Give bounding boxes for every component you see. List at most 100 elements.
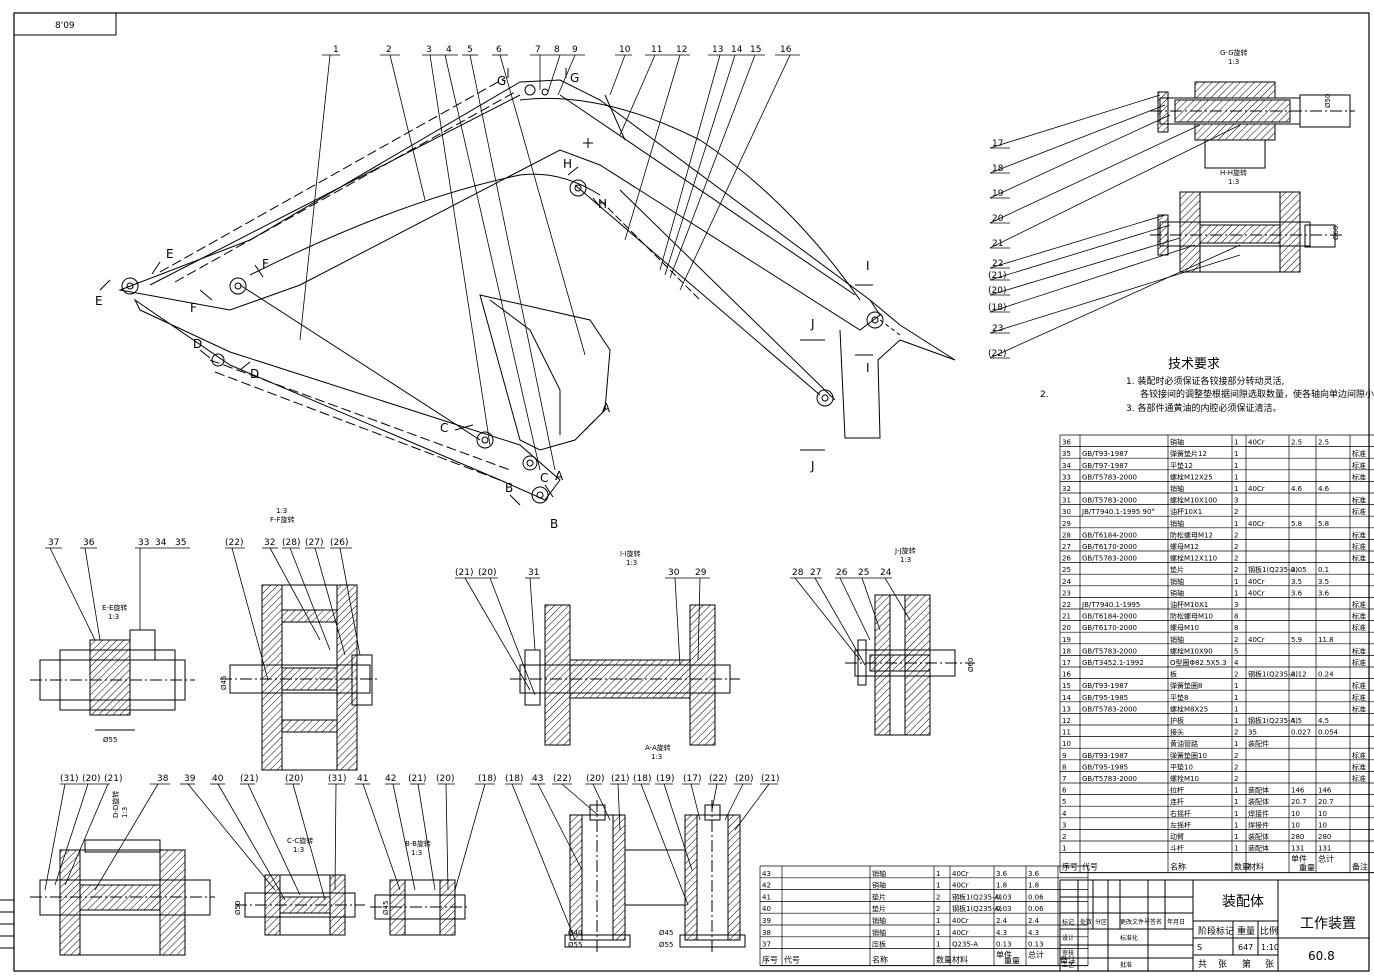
balloon-13: 13 [712,45,723,55]
parts-left-cell: 38 [762,929,771,937]
parts-right-cell: GB/T5783-2000 [1082,497,1137,505]
hh-view-scale: 1:3 [1228,178,1239,186]
parts-right-cell: 3 [1062,821,1066,829]
parts-right-cell: 螺母M10 [1170,623,1199,632]
parts-right-cell: GB/T5783-2000 [1082,555,1137,563]
parts-right-cell: GB/T95-1985 [1082,763,1128,771]
parts-right-cell: 弹簧垫片12 [1170,449,1207,458]
parts-right-cell: 标准 [1352,461,1366,470]
balloon-20-bb: (20) [436,774,454,784]
parts-right-header: 数量 [1234,862,1250,872]
parts-right-cell: 11 [1062,729,1071,737]
parts-left-cell: 0.03 [996,893,1012,901]
dim-a-3: Ø45 [659,929,673,937]
parts-right-cell: 34 [1062,462,1071,470]
parts-right-cell: 接头 [1170,728,1184,737]
right-balloons: 17 18 19 20 21 22 (21) (20) (18) 23 (22) [988,139,1006,359]
parts-right-cell: 20.7 [1318,798,1334,806]
section-b-upper: B [505,481,513,495]
parts-left-cell: 1.8 [1028,882,1039,890]
parts-right-cell: 2 [1062,833,1066,841]
parts-right-cell: 10 [1318,810,1327,818]
parts-right-cell: 标准 [1352,542,1366,551]
bottom-left-balloons: (31) (20) (21) 38 39 40 (21) (20) (31) 4… [60,774,496,784]
bolt-detail [604,94,626,141]
ee-balloons: 37 36 33 34 35 [48,538,186,548]
section-f-upper: F [262,257,269,271]
pins [121,84,884,504]
balloon-31-bl: (31) [60,774,78,784]
parts-left-cell: 垫片 [872,904,886,913]
parts-right-cell: 1 [1234,694,1238,702]
parts-right-cell: 装配体 [1248,832,1269,841]
parts-right-cell: 钢板1(Q235-A) [1248,716,1298,725]
parts-right-cell: 40Cr [1248,636,1265,644]
section-i-i-view [510,604,740,746]
balloon-12: 12 [676,45,687,55]
parts-right-cell: 1 [1234,740,1238,748]
balloon-23: 23 [992,324,1003,334]
bottom-left-balloon-leaders [44,783,495,901]
parts-left-cell: 40Cr [952,870,969,878]
parts-right-cell: 销轴 [1170,635,1184,644]
balloon-41: 41 [357,774,368,784]
parts-right-header: 总计 [1318,854,1334,864]
parts-left-cell: 1 [936,870,940,878]
section-d-upper: D [193,337,202,351]
parts-right-cell: 动臂 [1170,832,1184,841]
parts-right-cell: 26 [1062,555,1071,563]
parts-right-cell: 146 [1318,787,1332,795]
parts-right-cell: 2 [1234,555,1238,563]
parts-right-cell: 3 [1234,497,1238,505]
section-e-upper: E [166,247,174,261]
scale-label: 比例 [1260,925,1278,937]
parts-right-cell: 螺栓M12X25 [1170,472,1213,481]
parts-right-cell: 平垫8 [1170,693,1188,702]
link-line-3 [619,189,836,401]
parts-left-cell: 40Cr [952,929,969,937]
parts-right-cell: 标准 [1352,658,1366,667]
dim-e: Ø55 [103,736,117,744]
parts-right-cell: 1 [1234,845,1238,853]
parts-right-cell: 焊接件 [1248,820,1269,829]
parts-right-cell: 1 [1234,787,1238,795]
parts-right-cell: 36 [1062,439,1071,447]
title-block [1059,879,1370,972]
parts-right-cell: GB/T97-1987 [1082,462,1128,470]
balloon-18-aa: (18) [505,774,523,784]
parts-right-cell: 2 [1234,531,1238,539]
parts-left-header: 名称 [872,955,888,965]
parts-right-cell: 4.5 [1291,717,1302,725]
title-number: 60.8 [1308,949,1335,963]
section-c-upper: C [440,421,448,435]
ii-balloons: (21) (20) 31 30 29 [455,568,707,578]
parts-right-cell: 1 [1234,520,1238,528]
parts-right-cell: 1 [1234,682,1238,690]
parts-left-cell: 0.13 [996,941,1012,949]
section-i-upper: I [866,259,870,273]
parts-right-header: 序号 [1062,862,1078,872]
parts-right-cell: 20 [1062,624,1071,632]
gg-view-label: G-G旋转 [1220,48,1248,57]
balloon-21-bb: (21) [408,774,426,784]
balloon-18-ref: (18) [988,303,1006,313]
jj-view-label: J-J旋转 [894,546,916,555]
bb-labels: B-B旋转 1:3 Ø45 [382,839,431,915]
parts-left-header: 总计 [1028,950,1044,960]
parts-right-cell: 5.8 [1318,520,1329,528]
section-h-upper: H [563,157,572,171]
title-block-text: 装配体 工作装置 60.8 阶段标记 重量 比例 S 647 1:10 共 张 … [1062,894,1356,970]
section-a-lower: A [555,469,564,483]
parts-right-cell: 油杯M10X1 [1170,600,1208,609]
balloon-22-aa2: (22) [709,774,727,784]
aa-labels: A-A旋转 1:3 Ø40 Ø55 Ø45 Ø55 [568,743,673,949]
parts-right-cell: 3.6 [1291,589,1303,597]
parts-right-cell: 27 [1062,543,1071,551]
ff-balloons: (22) 32 (28) (27) (26) [225,538,348,548]
parts-right-cell: 钢板1(Q235-A) [1248,565,1298,574]
cc-labels: C-C旋转 1:3 Ø50 [234,836,313,915]
balloon-28-ff: (28) [282,538,300,548]
page-label-2: 张 [1265,959,1274,970]
jj-labels: J-J旋转 1:3 Ø60 [894,546,975,672]
